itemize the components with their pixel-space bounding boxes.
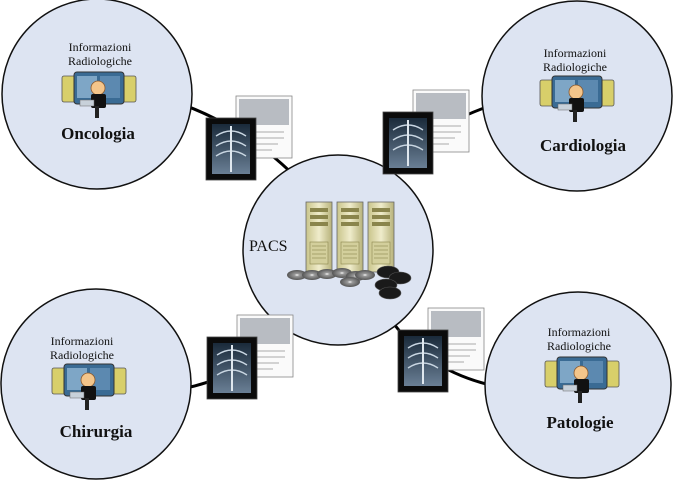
server-icon (305, 201, 333, 273)
node-info-line1: Informazioni (69, 40, 132, 54)
node-info-line2: Radiologiche (68, 54, 132, 68)
node-info-line1: Informazioni (548, 325, 611, 339)
node-chirurgia: Informazioni Radiologiche Chirurgia (0, 288, 192, 480)
node-info-line2: Radiologiche (50, 348, 114, 362)
xray-film-icon (382, 89, 470, 175)
pacs-center: PACS (242, 154, 434, 346)
node-patologie: Informazioni Radiologiche Patologie (484, 291, 672, 479)
xray-film-icon (205, 95, 293, 181)
node-cardiologia: Informazioni Radiologiche Cardiologia (481, 0, 673, 192)
node-info-line2: Radiologiche (547, 339, 611, 353)
node-title: Cardiologia (540, 136, 626, 155)
node-title: Chirurgia (60, 422, 133, 441)
node-title: Patologie (546, 413, 613, 432)
server-icon (367, 201, 395, 273)
xray-film-icon (206, 314, 294, 400)
disc-stack-icon (287, 265, 412, 300)
node-info-line1: Informazioni (51, 334, 114, 348)
node-title: Oncologia (61, 124, 135, 143)
server-icon (336, 201, 364, 273)
pacs-label: PACS (249, 238, 288, 255)
node-info-line2: Radiologiche (543, 60, 607, 74)
node-info-line1: Informazioni (544, 46, 607, 60)
node-oncologia: Informazioni Radiologiche Oncologia (1, 0, 193, 190)
